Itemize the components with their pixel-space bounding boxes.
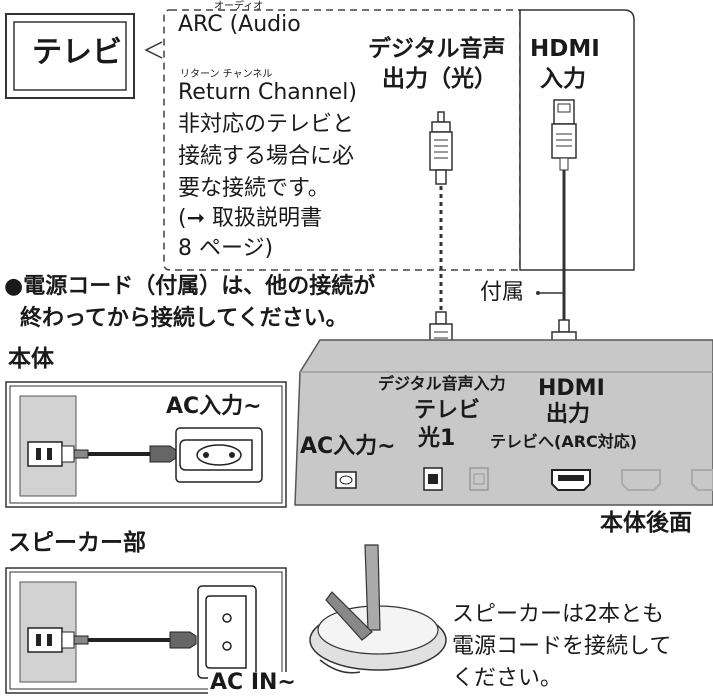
speaker-note-line3: ください。	[452, 666, 563, 691]
arc-note-line2: Return Channel)	[178, 80, 357, 105]
rear-title: 本体後面	[600, 510, 692, 536]
included-label: 付属	[480, 280, 525, 305]
arc-note-line7: 8 ページ)	[178, 236, 274, 261]
ac-port-icon	[335, 471, 357, 489]
arc-note-line3: 非対応のテレビと	[178, 112, 355, 137]
main-power-box	[5, 381, 287, 508]
port-ac-label: AC入力~	[300, 434, 396, 459]
port-optical-line1: デジタル音声入力	[378, 374, 506, 393]
port-hdmi-line1: HDMI	[538, 376, 605, 401]
arc-note-line4: 接続する場合に必	[178, 144, 355, 169]
speaker-stand-icon	[309, 544, 447, 674]
callout-pointer	[144, 41, 163, 59]
hdmi-in-line1: HDMI	[530, 36, 600, 62]
speaker-note-line2: 電源コードを接続して	[452, 634, 672, 659]
main-ac-label: AC入力~	[166, 394, 262, 419]
hdmi-plug-icon	[551, 99, 577, 171]
optical-plug-icon	[429, 111, 453, 185]
port-hdmi-line2: 出力	[546, 402, 591, 427]
port-optical-line2: テレビ	[414, 398, 481, 423]
ruby-audio: オーディオ	[214, 1, 264, 12]
tv-label: テレビ	[32, 35, 122, 70]
tv-box	[5, 13, 135, 99]
arc-dashed-region	[163, 9, 521, 271]
speaker-power-box	[5, 567, 287, 694]
arc-note-line1: ARC (Audio	[178, 12, 301, 37]
arc-note-line6: (➞ 取扱説明書	[178, 206, 323, 231]
ruby-return: リターン チャンネル	[180, 69, 273, 80]
arc-note-line5: 要な接続です。	[178, 176, 330, 201]
port-optical-line3: 光1	[418, 426, 456, 451]
main-unit-title: 本体	[8, 346, 54, 372]
main-unit-rear	[294, 339, 713, 506]
hdmi-in-line2: 入力	[540, 66, 586, 92]
optical-out-line2: 出力（光）	[382, 66, 497, 92]
ac-socket-icon	[175, 427, 263, 483]
speaker-ac-label: AC IN~	[208, 670, 298, 695]
optical-port-icon	[423, 467, 489, 491]
optical-out-line1: デジタル音声	[368, 36, 506, 62]
outlet-icon	[27, 441, 63, 467]
power-note-line2: 終わってから接続してください。	[20, 306, 348, 331]
speaker-note-line1: スピーカーは2本とも	[452, 602, 664, 627]
tv-terminal-panel	[519, 9, 635, 271]
port-hdmi-line3: テレビへ(ARC対応)	[490, 432, 638, 451]
power-note-line1: ●電源コード（付属）は、他の接続が	[4, 274, 376, 299]
speaker-title: スピーカー部	[8, 530, 146, 556]
hdmi-port-icon	[551, 469, 713, 491]
